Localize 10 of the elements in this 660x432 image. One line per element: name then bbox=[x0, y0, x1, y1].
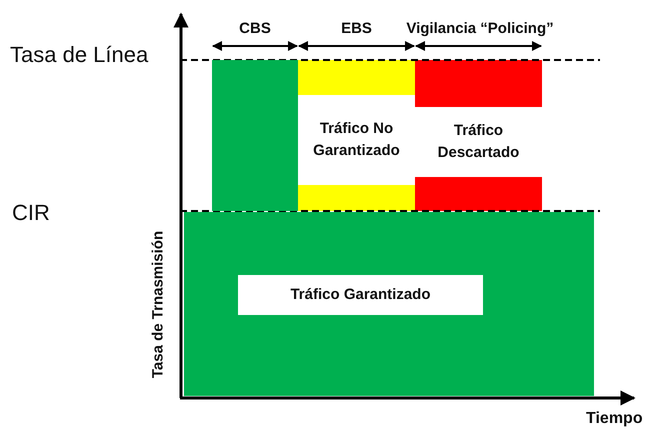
text-box: Tráfico Descartado bbox=[415, 107, 542, 177]
axis-title: Tasa de Trnasmisión bbox=[150, 230, 166, 380]
burst-bar bbox=[212, 60, 298, 211]
axis-level-label: CIR bbox=[12, 200, 50, 226]
dimension-label: CBS bbox=[238, 20, 272, 37]
dimension-label: Vigilancia “Policing” bbox=[405, 20, 555, 37]
axis-level-label: Tasa de Línea bbox=[10, 42, 148, 68]
axis-title: Tiempo bbox=[586, 410, 643, 428]
text-box: Tráfico Garantizado bbox=[238, 275, 483, 315]
text-box: Tráfico No Garantizado bbox=[298, 95, 415, 185]
